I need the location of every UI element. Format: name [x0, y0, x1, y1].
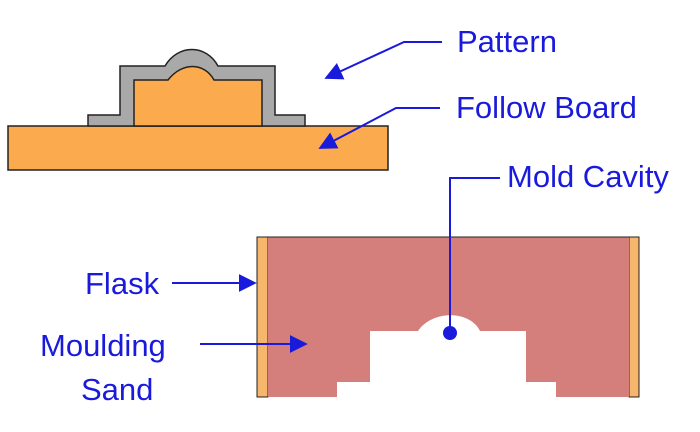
flask-right-wall	[628, 236, 640, 398]
mold-assembly	[256, 236, 640, 398]
flask-left-wall	[256, 236, 269, 398]
mold-cavity	[337, 315, 556, 397]
label-pattern: Pattern	[457, 24, 557, 59]
follow-board	[7, 125, 389, 171]
leader-lines	[172, 41, 500, 353]
mold-cavity-leader	[449, 177, 500, 330]
pattern-core	[133, 65, 263, 127]
label-flask: Flask	[85, 266, 160, 301]
follow-board-leader	[318, 107, 440, 149]
label-sand: Sand	[81, 372, 153, 407]
label-follow-board: Follow Board	[456, 90, 637, 125]
label-mold-cavity: Mold Cavity	[507, 159, 669, 194]
labels: Pattern Follow Board Mold Cavity Flask M…	[40, 24, 669, 407]
mold-cavity-dot	[443, 326, 457, 340]
pattern-leader	[324, 41, 442, 80]
label-moulding: Moulding	[40, 328, 166, 363]
follow-board-assembly	[7, 48, 389, 171]
